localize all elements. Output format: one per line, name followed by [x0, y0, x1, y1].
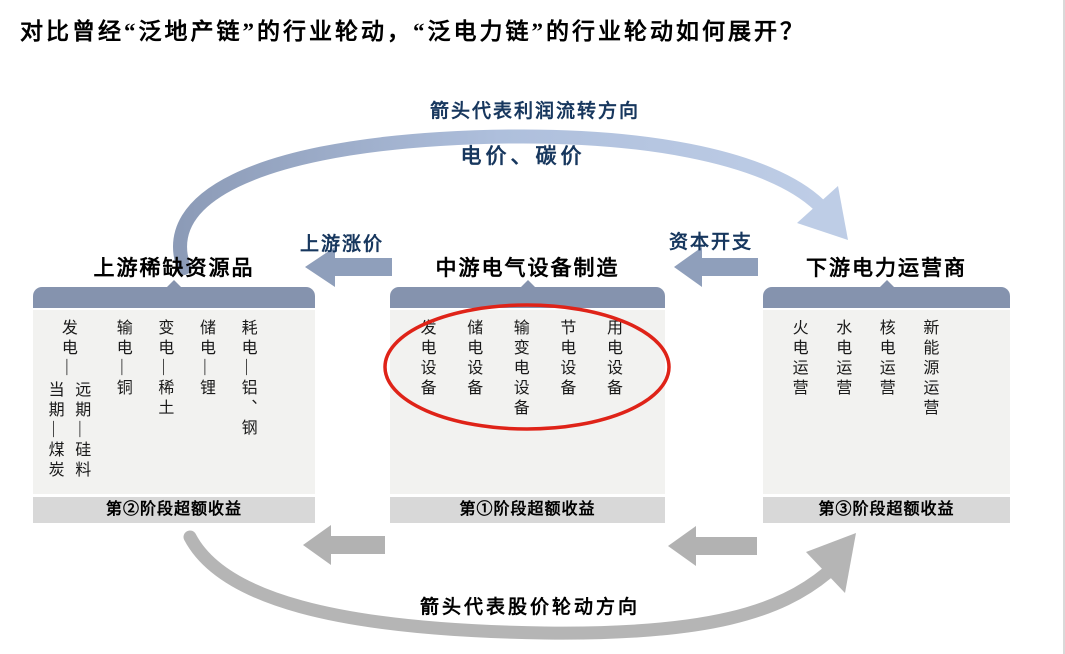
downstream-box-bar	[763, 280, 1010, 308]
page-title: 对比曾经“泛地产链”的行业轮动，“泛电力链”的行业轮动如何展开？	[20, 19, 806, 44]
list-item: 新能源运营	[920, 319, 938, 419]
downstream-stage-badge: 第③阶段超额收益	[763, 497, 1010, 523]
electricity-carbon-price-label: 电价、碳价	[460, 144, 586, 168]
stock-rotation-direction-label: 箭头代表股价轮动方向	[419, 597, 640, 618]
list-item: 火电运营	[789, 319, 807, 399]
callout-notch-icon	[166, 280, 182, 288]
downstream-box-header: 下游电力运营商	[806, 256, 967, 280]
list-item: 当期—煤炭	[45, 381, 63, 481]
capital-expenditure-label: 资本开支	[669, 232, 754, 253]
upstream-price-rise-label: 上游涨价	[300, 234, 385, 255]
midstream-box-header: 中游电气设备制造	[435, 256, 620, 280]
upstream-price-arrow-icon	[305, 247, 392, 287]
upstream-box-bar	[33, 280, 315, 308]
downstream-box: 火电运营 水电运营 核电运营 新能源运营 第③阶段超额收益	[763, 280, 1010, 523]
power-generation-group: 发电— 当期—煤炭 远期—硅料	[45, 319, 90, 481]
profit-flow-direction-label: 箭头代表利润流转方向	[429, 101, 640, 122]
list-item: 水电运营	[833, 319, 851, 399]
list-item: 发电设备	[417, 319, 435, 399]
callout-notch-icon	[878, 280, 895, 288]
list-item: 发电—	[58, 319, 76, 379]
list-item: 耗电—铝、钢	[238, 319, 256, 439]
list-item: 核电运营	[876, 319, 894, 399]
callout-notch-icon	[519, 280, 536, 288]
upstream-stage-badge: 第②阶段超额收益	[33, 497, 315, 523]
profit-flow-arc-arrow-icon	[173, 129, 848, 275]
midstream-box-bar	[390, 280, 665, 308]
list-item: 节电设备	[557, 319, 575, 399]
stage-rotation-arrow-left-icon	[303, 525, 385, 565]
midstream-stage-badge: 第①阶段超额收益	[390, 497, 665, 523]
list-item: 输变电设备	[510, 319, 528, 419]
list-item: 远期—硅料	[72, 381, 90, 481]
list-item: 用电设备	[603, 319, 621, 399]
midstream-box-body: 发电设备 储电设备 输变电设备 节电设备 用电设备	[390, 310, 665, 494]
power-generation-subrow: 当期—煤炭 远期—硅料	[45, 381, 90, 481]
capex-arrow-icon	[674, 247, 758, 287]
upstream-box: 发电— 当期—煤炭 远期—硅料 输电—铜 变电—稀土 储电—锂 耗电—铝、钢 第…	[33, 280, 315, 523]
upstream-box-body: 发电— 当期—煤炭 远期—硅料 输电—铜 变电—稀土 储电—锂 耗电—铝、钢	[33, 310, 315, 494]
stock-rotation-arc-arrow-icon	[183, 530, 856, 640]
stage-rotation-arrow-right-icon	[668, 526, 757, 566]
upstream-box-header: 上游稀缺资源品	[93, 256, 255, 280]
list-item: 储电—锂	[196, 319, 214, 399]
list-item: 变电—稀土	[155, 319, 173, 419]
midstream-box: 发电设备 储电设备 输变电设备 节电设备 用电设备 第①阶段超额收益	[390, 280, 665, 523]
downstream-box-body: 火电运营 水电运营 核电运营 新能源运营	[763, 310, 1010, 494]
list-item: 储电设备	[464, 319, 482, 399]
list-item: 输电—铜	[113, 319, 131, 399]
